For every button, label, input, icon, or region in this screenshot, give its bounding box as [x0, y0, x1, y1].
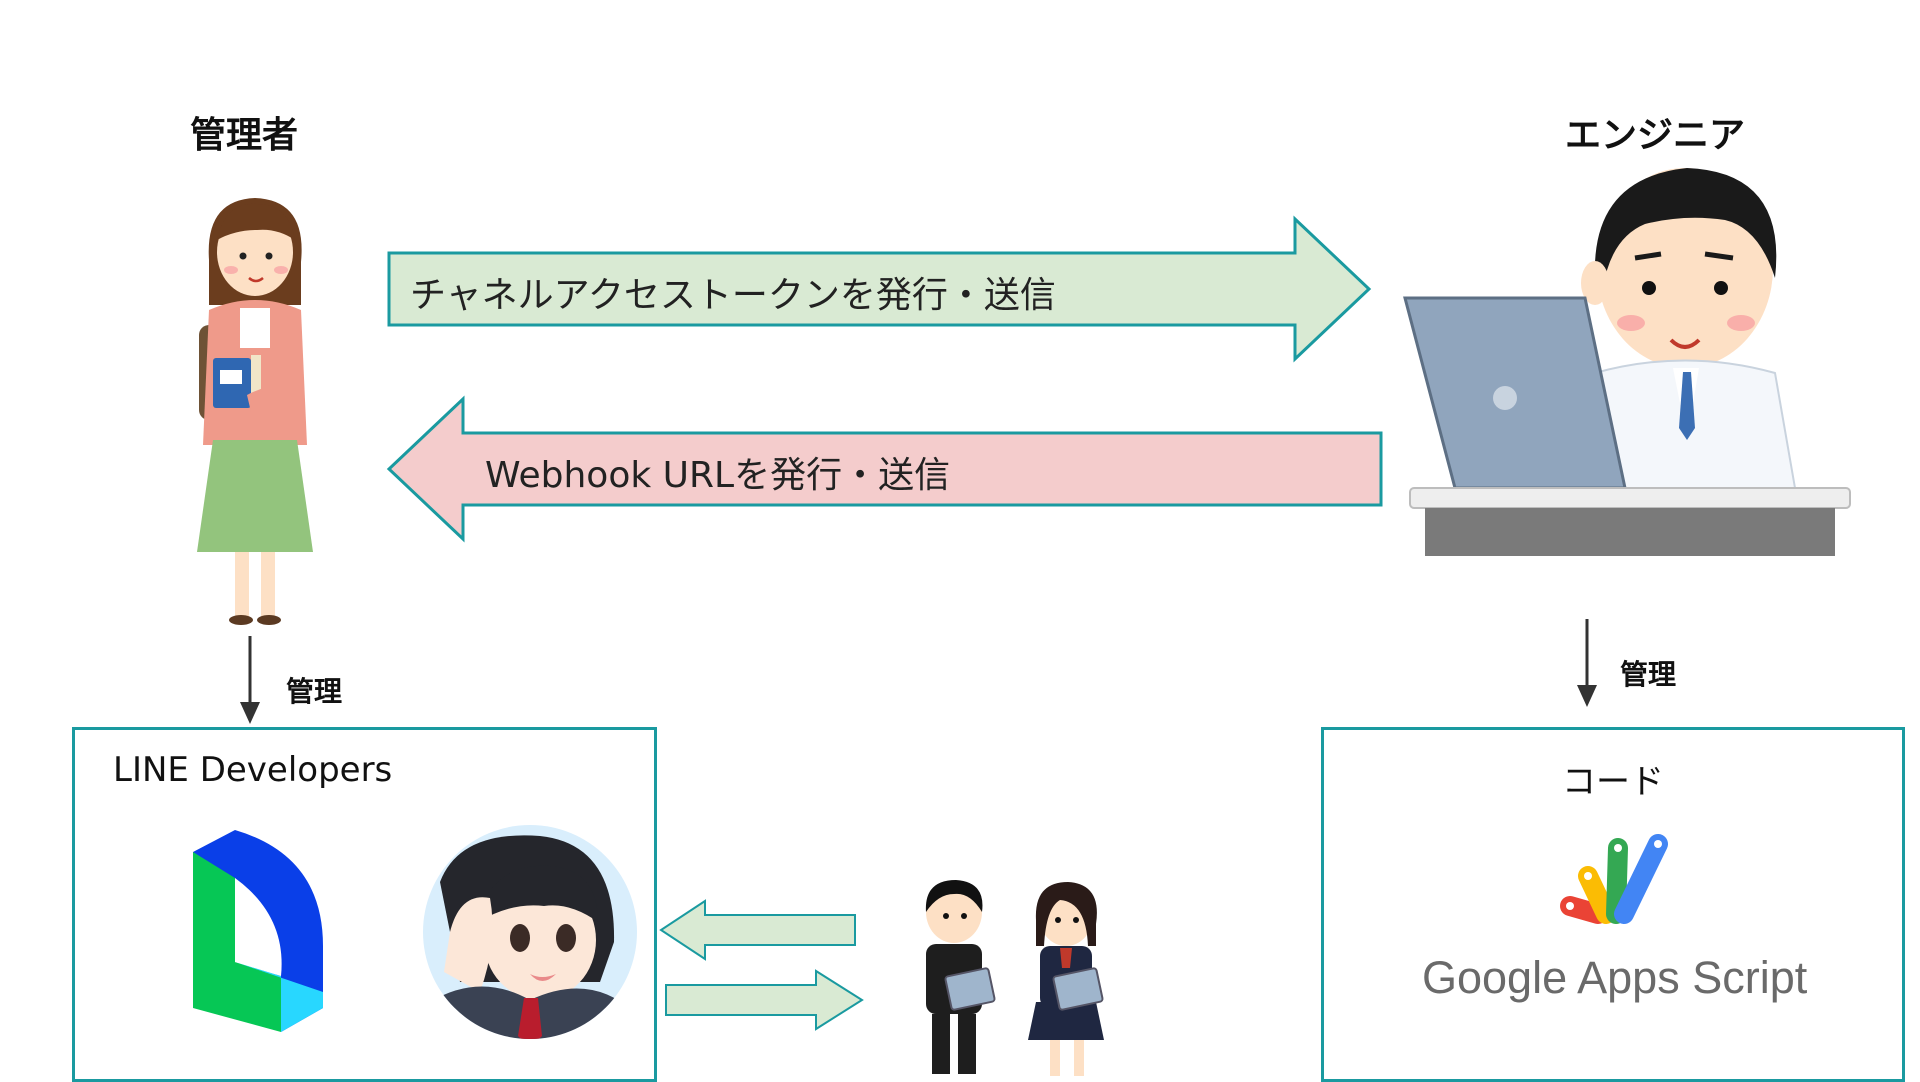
- students-icon: [925, 880, 1104, 1076]
- code-box-title: コード: [1562, 762, 1664, 802]
- gas-wordmark-google: Google: [1422, 952, 1568, 1003]
- bot-avatar-icon: [423, 825, 637, 1039]
- line-developers-logo-icon: [193, 830, 323, 1032]
- gas-wordmark: Google Apps Script: [1422, 952, 1807, 1004]
- engineer-manage-label: 管理: [1620, 658, 1677, 691]
- google-apps-script-logo-icon: [1560, 834, 1668, 924]
- line-developers-title: LINE Developers: [113, 750, 393, 790]
- code-box: コード Google Apps Script: [1321, 727, 1905, 1082]
- engineer-figure-icon: [1403, 168, 1851, 556]
- token-arrow: [387, 215, 1372, 363]
- engineer-title: エンジニア: [1565, 115, 1746, 156]
- webhook-arrow-label: Webhook URLを発行・送信: [485, 455, 951, 496]
- admin-title: 管理者: [190, 115, 299, 156]
- token-arrow-label: チャネルアクセストークンを発行・送信: [410, 275, 1056, 316]
- line-developers-box: LINE Developers: [72, 727, 657, 1082]
- reply-arrow: [659, 899, 856, 961]
- engineer-manage-arrow: [1577, 619, 1597, 707]
- admin-manage-label: 管理: [286, 675, 343, 708]
- webhook-arrow: [386, 395, 1383, 543]
- admin-figure-icon: [197, 198, 313, 625]
- message-arrow: [665, 969, 864, 1031]
- admin-manage-arrow: [240, 636, 260, 724]
- gas-wordmark-apps-script: Apps Script: [1577, 952, 1808, 1003]
